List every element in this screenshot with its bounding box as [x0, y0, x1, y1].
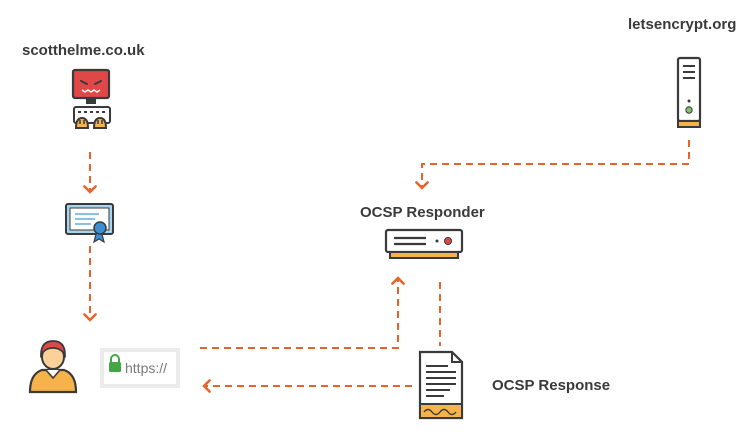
browser-address-bar[interactable]: https://: [100, 348, 180, 388]
arrow-browser-to-responder: [200, 276, 405, 349]
ca-label: letsencrypt.org: [628, 16, 737, 33]
server-tower-icon: [676, 56, 702, 128]
browser-url-text: https://: [125, 360, 167, 376]
certificate-icon: [65, 203, 114, 244]
website-label: scotthelme.co.uk: [22, 42, 145, 59]
document-icon: [418, 350, 464, 420]
ocsp-response-label: OCSP Response: [492, 377, 611, 394]
ocsp-responder-label: OCSP Responder: [360, 204, 485, 221]
padlock-icon: [109, 354, 121, 372]
hacker-computer-icon: [71, 68, 111, 129]
arrow-ca-to-responder: [415, 140, 690, 190]
user-icon: [28, 340, 78, 394]
server-rack-icon: [384, 228, 464, 259]
